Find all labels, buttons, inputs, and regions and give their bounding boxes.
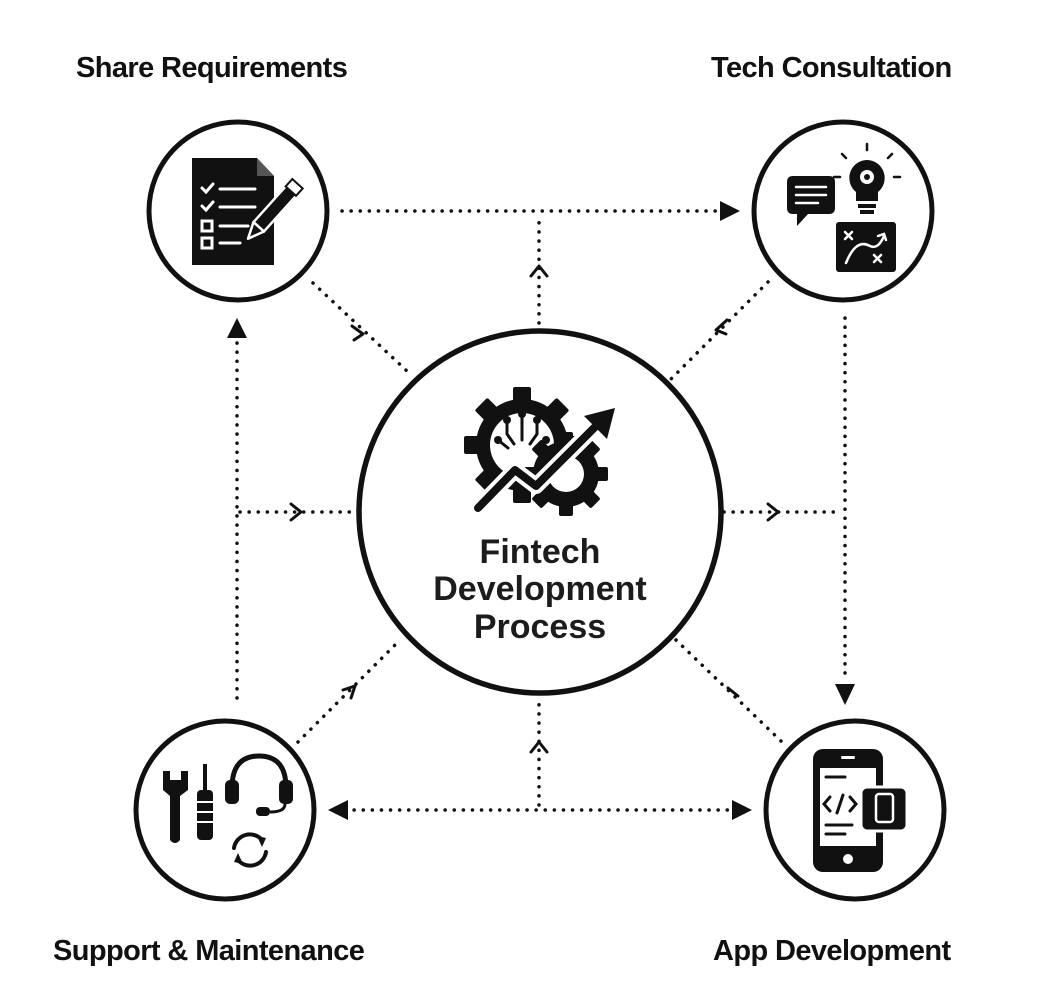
label-tech-consultation: Tech Consultation	[711, 52, 952, 84]
chat-lightbulb-strategy-icon	[787, 142, 902, 272]
chevron-tech-diagonal	[714, 318, 729, 336]
checklist-document-icon	[192, 158, 305, 265]
arrowhead-up-left	[227, 318, 247, 338]
gear-growth-icon	[464, 387, 615, 516]
center-title-line-3: Process	[474, 608, 606, 646]
arrowhead-right-top	[720, 201, 740, 221]
node-support-maintenance	[133, 718, 317, 902]
chevron-up-bottom	[529, 740, 549, 754]
arrowhead-down-right	[835, 684, 855, 705]
chevron-right-left	[289, 502, 303, 522]
label-share-requirements: Share Requirements	[76, 52, 348, 84]
node-tech-consultation	[751, 119, 935, 303]
arrowheads	[227, 201, 855, 820]
center-title-line-2: Development	[433, 570, 647, 608]
chevron-app-diagonal	[726, 686, 740, 698]
node-center	[356, 328, 724, 696]
chevron-up-top	[529, 264, 549, 278]
arrowhead-right-bottom	[732, 800, 752, 820]
chevron-right-right	[766, 502, 780, 522]
chevrons	[289, 264, 780, 754]
mobile-code-icon	[813, 749, 909, 872]
connector-diagonal-app	[674, 638, 784, 744]
chevron-support-diagonal	[341, 684, 357, 700]
connector-diagonal-tech	[666, 280, 770, 384]
connector-diagonal-share	[311, 281, 410, 374]
chevron-share-diagonal	[350, 324, 365, 342]
label-support-maintenance: Support & Maintenance	[53, 935, 365, 967]
arrowhead-left-bottom	[328, 800, 348, 820]
connector-lines	[235, 209, 847, 812]
label-app-development: App Development	[713, 935, 951, 967]
connector-diagonal-support	[296, 640, 400, 744]
center-title-line-1: Fintech	[480, 533, 601, 571]
tools-headset-icon	[163, 753, 293, 868]
